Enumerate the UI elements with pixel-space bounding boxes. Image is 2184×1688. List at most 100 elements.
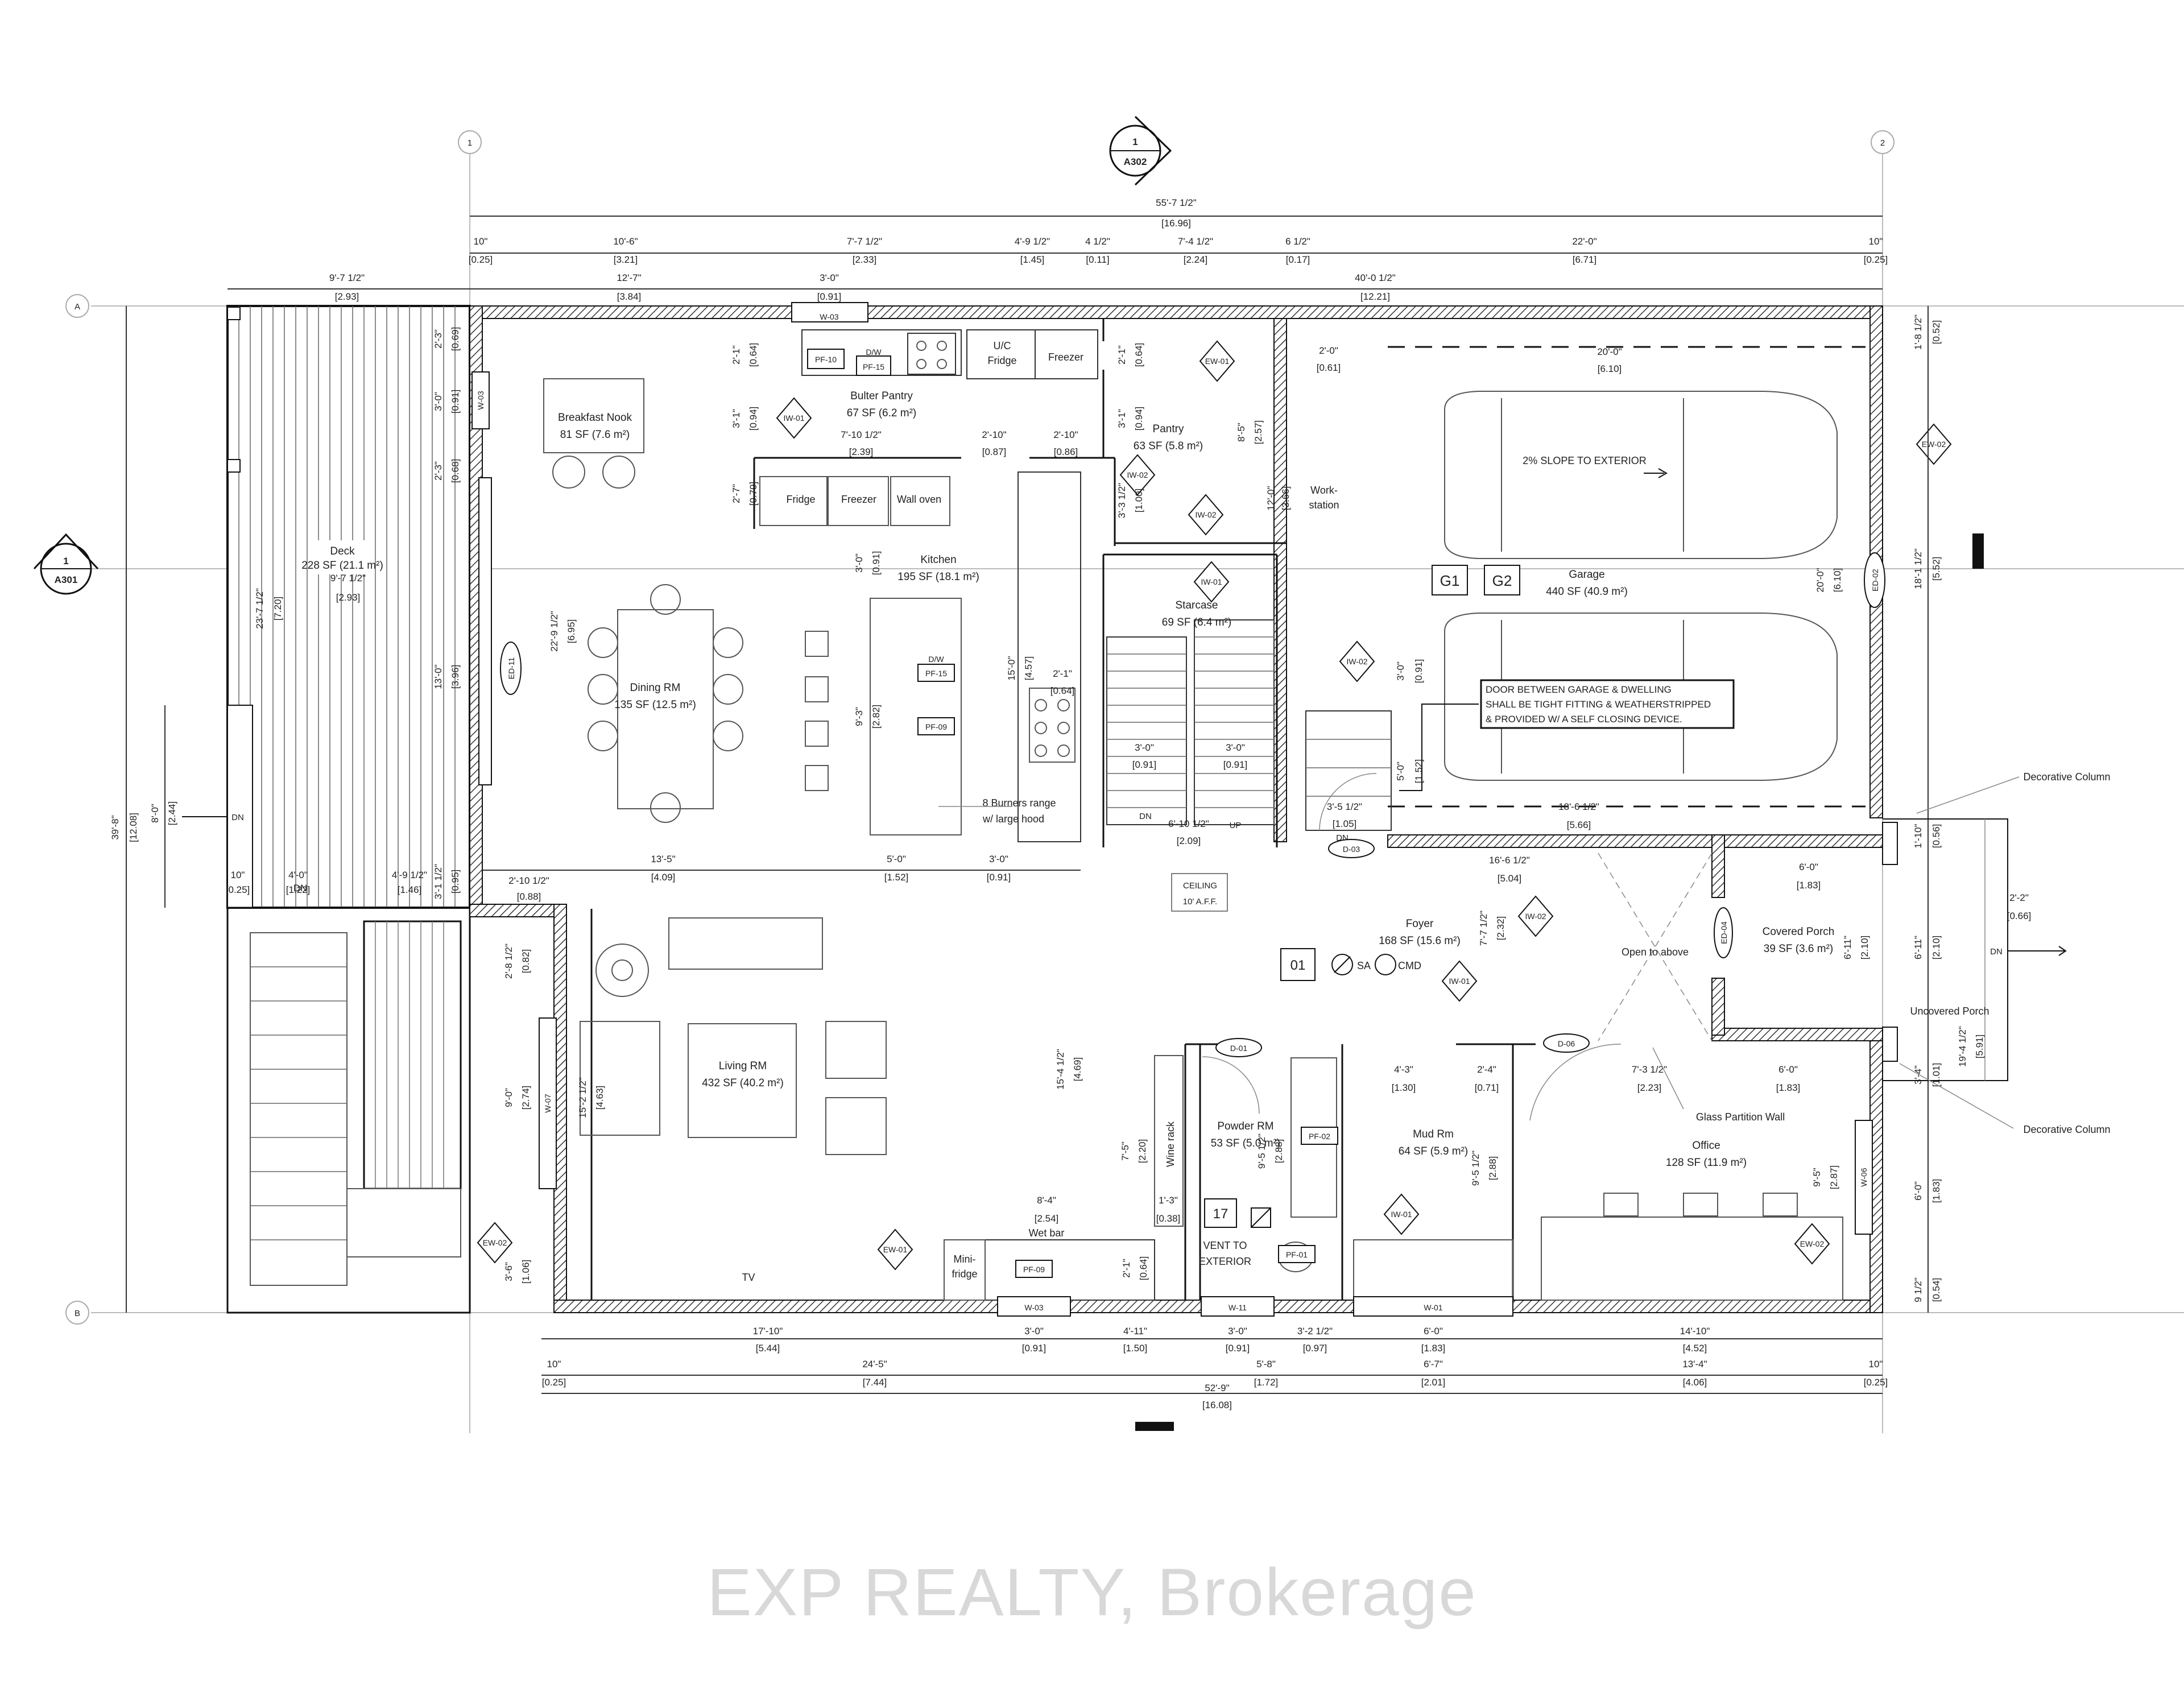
deck-stairs-dn: DN — [293, 883, 308, 893]
dim-bottom-a2: 3'-0" — [1024, 1326, 1044, 1337]
west-wall-dims: 2'-3" [0.69] 3'-0" [0.91] 2'-3" [0.68] 1… — [433, 327, 522, 899]
dim-c6-m: [0.54] — [1931, 1278, 1942, 1302]
staircase-name: Starcase — [1176, 599, 1218, 611]
dim-k4-m: [0.79] — [748, 482, 759, 506]
dim-top-9: 10" — [1869, 236, 1883, 247]
svg-text:IW-01: IW-01 — [1391, 1210, 1412, 1219]
dim-top-3: 7'-7 1/2" — [847, 236, 882, 247]
dim-m5-m: [2.88] — [1273, 1139, 1284, 1164]
dim-m6-m: [2.88] — [1487, 1156, 1498, 1181]
dim-m3-m: [2.23] — [1637, 1082, 1662, 1093]
svg-text:IW-02: IW-02 — [1127, 470, 1148, 479]
dim-c7: 1'-10" — [1913, 824, 1924, 848]
dim-top-5: 4 1/2" — [1085, 236, 1110, 247]
dim-m9-m: [2.54] — [1035, 1213, 1059, 1224]
dim-g3-m: [3.66] — [1280, 486, 1291, 511]
dim-top-8: 22'-0" — [1572, 236, 1596, 247]
dim-f1: 16'-6 1/2" — [1489, 855, 1530, 866]
grid-bubble-1-label: 1 — [468, 138, 472, 148]
svg-text:IW-02: IW-02 — [1346, 657, 1367, 666]
grid-bubble-a — [65, 294, 89, 318]
tag-pf01: PF-01 — [1286, 1250, 1308, 1259]
bottom-windows: W-03 W-11 W-01 — [997, 1296, 1513, 1317]
dim-m11: 2'-1" — [1121, 1259, 1132, 1278]
freezer-top-label: Freezer — [1048, 351, 1083, 363]
tag-iw02-a: IW-02 — [1119, 454, 1156, 496]
deck-area: 228 SF (21.1 m²) — [301, 560, 383, 572]
dim-bottom-b1: 10" — [547, 1359, 561, 1370]
butler-name: Bulter Pantry — [850, 390, 913, 402]
tag-w03-top: W-03 — [820, 312, 838, 321]
dim-f3-m: [2.32] — [1495, 916, 1506, 941]
dim-c4-m: [1.01] — [1931, 1063, 1942, 1087]
dim-p2: 3'-1" — [1116, 409, 1127, 428]
tag-ew02-right: EW-02 — [1916, 423, 1952, 465]
powder-area: 53 SF (5.0 m²) — [1211, 1137, 1280, 1149]
dim-g1-m: [0.61] — [1317, 362, 1341, 373]
garage-note-2: SHALL BE TIGHT FITTING & WEATHERSTRIPPED — [1486, 699, 1711, 710]
room-17-label: 17 — [1213, 1206, 1228, 1222]
tag-w06: W-06 — [1859, 1168, 1868, 1186]
dim-wb-m: [0.91] — [450, 390, 461, 414]
dim-top-e2-m: [12.21] — [1360, 291, 1390, 302]
svg-text:EW-02: EW-02 — [483, 1238, 507, 1247]
dim-g1: 2'-0" — [1319, 345, 1338, 356]
section-marker-left: 1 A301 — [33, 533, 99, 595]
dim-c6: 9 1/2" — [1913, 1277, 1924, 1302]
dim-bottom-a5-m: [0.97] — [1303, 1343, 1327, 1354]
dining-name: Dining RM — [630, 682, 681, 694]
dim-k10: 2'-1" — [1053, 668, 1072, 679]
staircase: Starcase 69 SF (6.4 m²) 3'-0" [0.91] 3'-… — [1106, 599, 1275, 846]
mud-room: 4'-3" [1.30] 2'-4" [0.71] Mud Rm 64 SF (… — [1353, 1064, 1513, 1301]
tag-w03-bottom: W-03 — [1024, 1303, 1043, 1312]
dim-deck-top-m: [2.93] — [335, 291, 359, 302]
covered-porch-name: Covered Porch — [1763, 926, 1835, 938]
dim-f4-m: [2.10] — [1859, 936, 1870, 960]
tag-iw01-a: IW-01 — [776, 397, 812, 439]
wet-bar-label: Wet bar — [1029, 1227, 1065, 1239]
open-to-above-label: Open to above — [1622, 946, 1689, 958]
dim-left-overall: 39'-8" — [110, 815, 121, 839]
tag-pf09a: PF-09 — [925, 722, 947, 731]
dim-k8-m: [2.82] — [871, 705, 882, 729]
living-name: Living RM — [719, 1060, 767, 1072]
ceiling-label-1: CEILING — [1183, 881, 1217, 891]
dim-dining-h: 22'-9 1/2" — [549, 611, 560, 652]
dim-l5-m: [4.69] — [1072, 1057, 1083, 1082]
pantry-name: Pantry — [1153, 423, 1184, 435]
grid-bubble-1 — [458, 130, 482, 154]
tag-iw02-b: IW-02 — [1188, 494, 1224, 536]
dim-m9: 8'-4" — [1037, 1195, 1056, 1206]
fridge-label: Fridge — [786, 494, 815, 505]
dim-p3: 3'-3 1/2" — [1116, 483, 1127, 518]
dim-m7-m: [2.87] — [1829, 1165, 1839, 1190]
dim-bottom-a6-m: [1.83] — [1421, 1343, 1446, 1354]
dim-bottom-a1-m: [5.44] — [756, 1343, 780, 1354]
dim-m1-m: [1.30] — [1392, 1082, 1416, 1093]
dim-left-8: 8'-0" — [150, 804, 160, 823]
svg-text:EW-02: EW-02 — [1800, 1239, 1825, 1248]
grid-bubble-2-label: 2 — [1880, 138, 1885, 148]
garage: 20'-0" [6.10] 2% SLOPE TO EXTERIOR G1 G2… — [1265, 346, 1885, 858]
dim-k6: 2'-10" — [1053, 429, 1078, 440]
dim-c1-m: [2.10] — [1931, 936, 1942, 960]
dim-bottom-a4-m: [0.91] — [1226, 1343, 1250, 1354]
dim-d10: 4'-0" — [288, 870, 308, 880]
tag-ed11: ED-11 — [507, 657, 516, 679]
dim-deck-h: 23'-7 1/2" — [254, 588, 265, 629]
dim-bottom-a3-m: [1.50] — [1123, 1343, 1148, 1354]
dim-k11-m: [4.09] — [651, 872, 676, 883]
tag-ed04: ED-04 — [1719, 921, 1728, 944]
dim-m2-m: [0.71] — [1475, 1082, 1499, 1093]
dim-bottom-b6-m: [0.25] — [1864, 1377, 1888, 1388]
dim-r1: 1'-8 1/2" — [1913, 315, 1924, 350]
tag-iw01-d: IW-01 — [1383, 1193, 1420, 1235]
pantry-area: 63 SF (5.8 m²) — [1134, 440, 1203, 452]
dim-top-w03-m: [0.91] — [817, 291, 842, 302]
garage-entry-stair — [1305, 710, 1392, 831]
dim-c4: 3'-4" — [1913, 1065, 1924, 1085]
tag-w07: W-07 — [543, 1094, 552, 1112]
dim-d12-m: [0.25] — [226, 884, 250, 895]
dim-g3: 12'-0" — [1265, 486, 1276, 510]
